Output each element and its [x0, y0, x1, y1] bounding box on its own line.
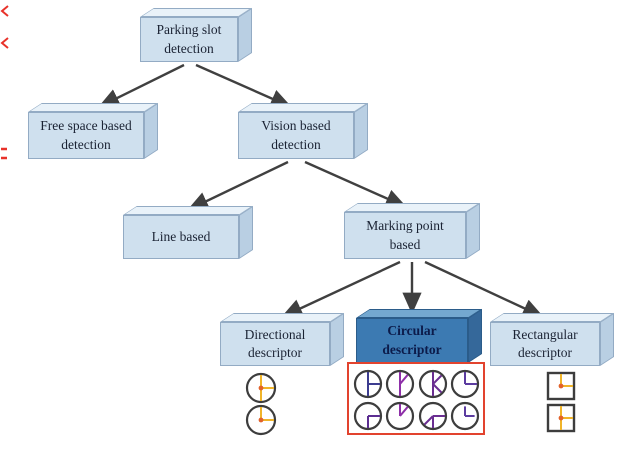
box-side-face — [468, 308, 482, 363]
box-side-face — [354, 102, 368, 159]
node-rectangular-descriptor: Rectangular descriptor — [490, 312, 614, 366]
box-top-face — [220, 313, 344, 322]
node-free-space-based-detection: Free space based detection — [28, 102, 158, 159]
arrow-parking-to-vision — [195, 63, 293, 109]
box-top-face — [356, 309, 482, 318]
red-edge-artifact — [1, 147, 7, 160]
box-top-face — [123, 206, 253, 215]
node-vision-based-detection: Vision based detection — [238, 102, 368, 159]
node-parking-slot-detection: Parking slot detection — [140, 7, 252, 62]
box-side-face — [600, 312, 614, 366]
node-label: Rectangular descriptor — [490, 322, 600, 366]
red-edge-artifact — [0, 37, 9, 49]
arrow-parking-to-freespace — [97, 63, 185, 109]
node-marking-point-based: Marking point based — [344, 202, 480, 259]
box-top-face — [344, 203, 480, 212]
box-side-face — [466, 202, 480, 259]
node-circular-descriptor: Circular descriptor — [356, 308, 482, 363]
box-side-face — [238, 7, 252, 62]
node-label: Vision based detection — [238, 112, 354, 159]
node-label: Directional descriptor — [220, 322, 330, 366]
node-directional-descriptor: Directional descriptor — [220, 312, 344, 366]
node-label: Line based — [123, 215, 239, 259]
circular-descriptor-highlight-frame — [347, 362, 485, 435]
node-label: Free space based detection — [28, 112, 144, 159]
box-top-face — [238, 103, 368, 112]
arrow-vision-to-markingpoint — [304, 160, 408, 209]
arrow-vision-to-linebased — [186, 160, 289, 212]
box-top-face — [490, 313, 614, 322]
node-line-based: Line based — [123, 205, 253, 259]
box-side-face — [239, 205, 253, 259]
box-top-face — [28, 103, 158, 112]
node-label: Circular descriptor — [356, 318, 468, 363]
box-side-face — [144, 102, 158, 159]
node-label: Marking point based — [344, 212, 466, 259]
red-edge-artifact — [0, 5, 9, 17]
node-label: Parking slot detection — [140, 17, 238, 62]
box-top-face — [140, 8, 252, 17]
box-side-face — [330, 312, 344, 366]
